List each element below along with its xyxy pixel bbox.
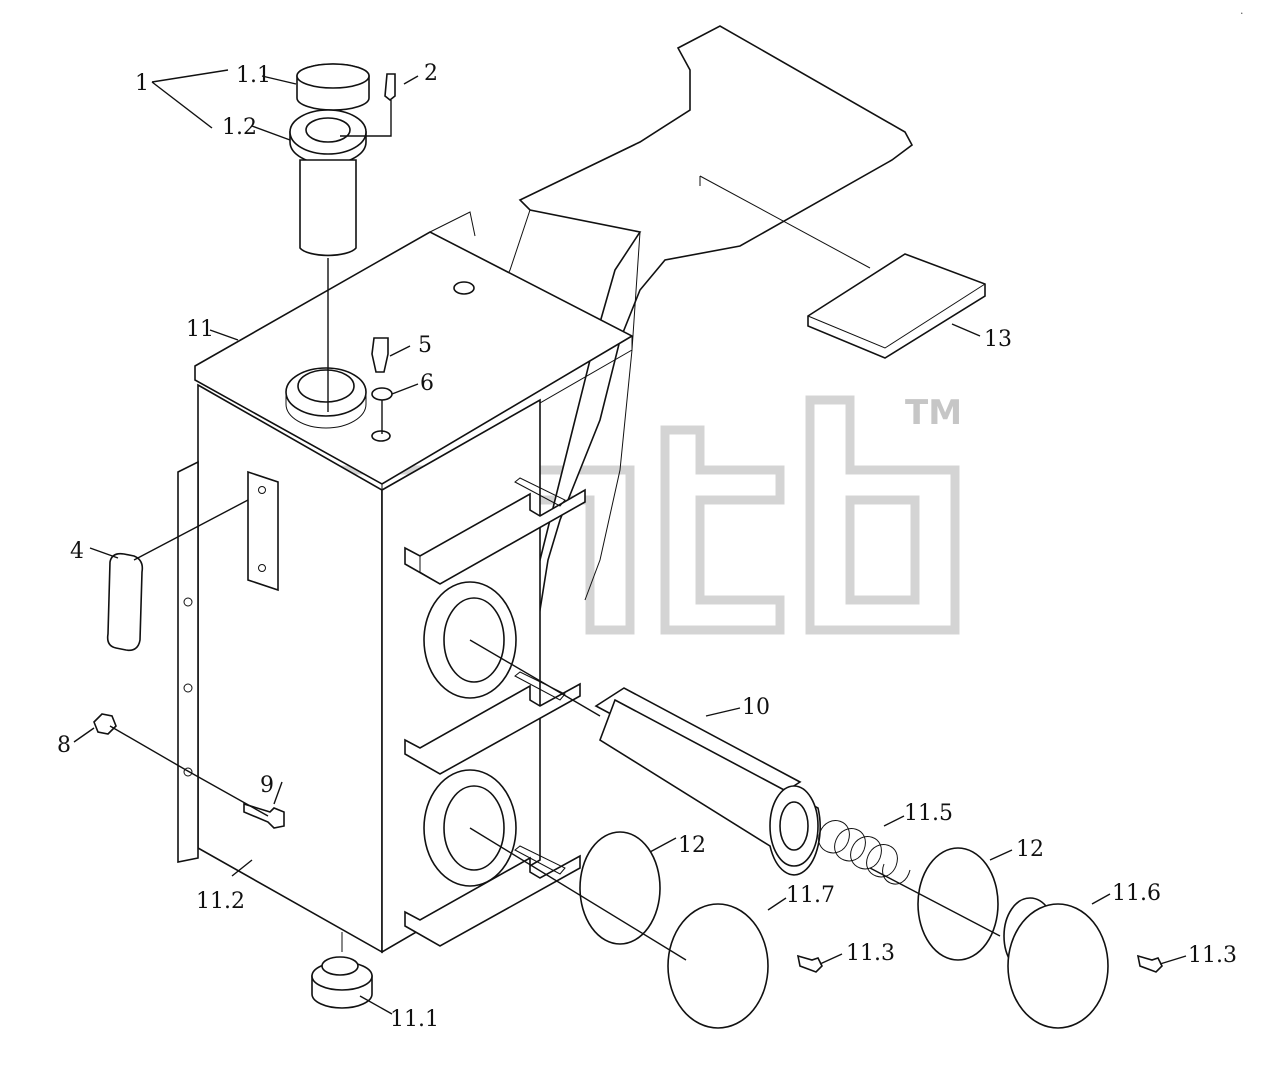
- washer-6: [371, 387, 393, 401]
- callout-8: 8: [57, 733, 71, 758]
- callout-10: 10: [742, 695, 770, 720]
- callout-11-6: 11.6: [1112, 881, 1161, 906]
- nut-8: [93, 713, 117, 735]
- callout-11: 11: [186, 317, 214, 342]
- callout-1: 1: [135, 71, 149, 96]
- callout-12-left: 12: [678, 833, 706, 858]
- return-filter: [594, 687, 821, 876]
- bolt-11-3-left: [796, 954, 823, 973]
- watermark-trademark: TM: [905, 393, 962, 433]
- sight-gauge: [106, 552, 144, 652]
- callout-12-right: 12: [1016, 837, 1044, 862]
- bolt-2: [384, 73, 396, 102]
- callout-11-3-left: 11.3: [846, 941, 895, 966]
- o-ring-left: [579, 831, 661, 945]
- callout-1-1: 1.1: [236, 63, 271, 88]
- callout-11-7: 11.7: [786, 883, 835, 908]
- leader-lines: [73, 69, 1187, 1015]
- spring: [818, 820, 911, 885]
- callout-6: 6: [420, 371, 434, 396]
- callout-4: 4: [70, 539, 84, 564]
- cover-11-7: [667, 903, 769, 1029]
- bolt-11-3-right: [1136, 954, 1163, 973]
- callout-2: 2: [424, 61, 438, 86]
- callout-11-2: 11.2: [196, 889, 245, 914]
- cover-11-6: [1007, 903, 1109, 1029]
- drain-plug: [311, 932, 373, 1009]
- callout-11-1: 11.1: [390, 1007, 439, 1032]
- callout-5: 5: [418, 333, 432, 358]
- callout-11-5: 11.5: [904, 801, 953, 826]
- bolt-9: [243, 802, 285, 829]
- callout-9: 9: [260, 773, 274, 798]
- callout-labels: 1 1.1 1.2 2 4 5 6 8 9 10 11 11.1 11.2 11…: [57, 61, 1237, 1032]
- seat-pad: [807, 253, 986, 359]
- o-ring-right: [917, 847, 999, 961]
- filler-strainer: [289, 63, 370, 257]
- bolt-5: [371, 337, 389, 373]
- callout-11-3-right: 11.3: [1188, 943, 1237, 968]
- callout-1-2: 1.2: [222, 115, 257, 140]
- callout-13: 13: [984, 327, 1012, 352]
- corner-mark: .: [1240, 4, 1244, 17]
- hydraulic-tank: [177, 211, 634, 954]
